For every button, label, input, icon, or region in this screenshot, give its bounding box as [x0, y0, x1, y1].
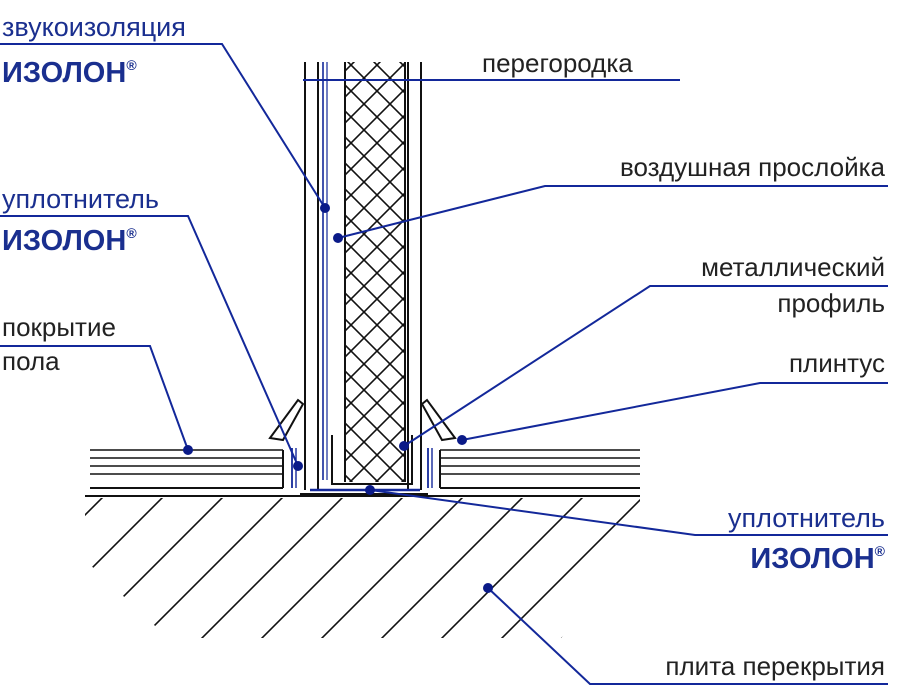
leader-pokrytie [0, 345, 193, 455]
label-zvukoizolyaciya: звукоизоляция [2, 12, 186, 42]
leader-uplot-left [0, 215, 303, 471]
leader-uplot-right [365, 485, 888, 536]
label-izolon-brand-3: ИЗОЛОН® [750, 543, 885, 575]
leader-plintus [457, 382, 888, 445]
label-uplotnitel-right: уплотнитель [728, 503, 885, 533]
skirting-left [268, 398, 305, 442]
callout-dot-pokrytie [183, 445, 193, 455]
callout-dot-plintus [457, 435, 467, 445]
floor-covering-right [439, 449, 640, 489]
callout-dot-plita [483, 583, 493, 593]
partition-wall [291, 62, 433, 495]
slab-fade [85, 520, 640, 640]
callout-dot-zvuko [320, 203, 330, 213]
label-uplotnitel-left: уплотнитель [2, 184, 159, 214]
label-vozdushnaya-prosloyka: воздушная прослойка [620, 152, 886, 182]
callout-dot-vozdush [333, 233, 343, 243]
leader-plita [483, 583, 888, 685]
label-plita-perekrytiya: плита перекрытия [665, 651, 885, 681]
label-pokrytie: покрытие [2, 312, 116, 342]
label-profil: профиль [777, 288, 885, 318]
skirting-right [420, 398, 457, 442]
floor-slab [85, 495, 640, 638]
leader-vozdush [333, 185, 888, 243]
label-izolon-brand-2: ИЗОЛОН® [2, 225, 137, 257]
floor-covering-left [90, 449, 284, 489]
label-izolon-brand-1: ИЗОЛОН® [2, 57, 137, 89]
label-metallicheskiy: металлический [701, 252, 885, 282]
leader-metall [399, 285, 888, 451]
callout-dot-uplot-right [365, 485, 375, 495]
callout-dot-metall [399, 441, 409, 451]
label-peregorodka: перегородка [482, 48, 633, 78]
label-plintus: плинтус [789, 348, 885, 378]
callout-dot-uplot-left [293, 461, 303, 471]
label-pola: пола [2, 346, 60, 376]
leader-zvuko [0, 43, 330, 213]
